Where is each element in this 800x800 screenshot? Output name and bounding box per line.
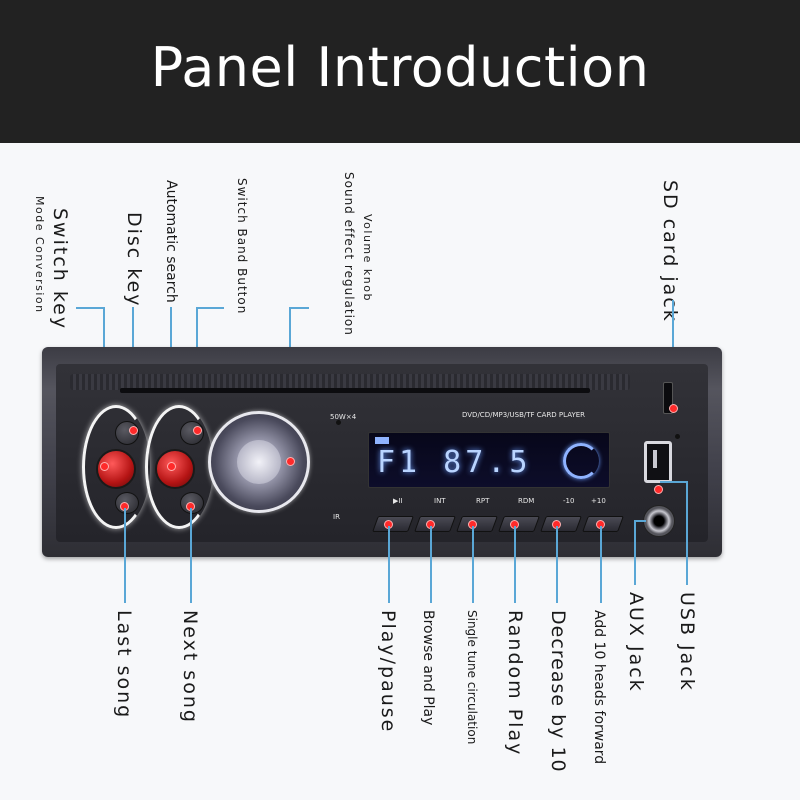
leader-line: [472, 526, 474, 603]
label-sound-effect: Sound effect regulation: [342, 172, 356, 336]
volume-knob[interactable]: [208, 411, 310, 513]
label-sd-card-jack: SD card jack: [659, 180, 681, 323]
play-pause-key[interactable]: [372, 516, 414, 532]
reset-hole: [675, 434, 680, 439]
int-key[interactable]: [414, 516, 456, 532]
rpt-key[interactable]: [456, 516, 498, 532]
mic-hole: [336, 420, 341, 425]
indicator-dot: [129, 426, 138, 435]
disc-slot: [120, 388, 590, 393]
leader-line: [289, 307, 309, 309]
label-usb-jack: USB Jack: [676, 592, 698, 692]
aux-port[interactable]: [643, 505, 675, 537]
plus10-text: +10: [591, 497, 606, 505]
label-switch-band: Switch Band Button: [235, 178, 249, 315]
leader-line: [430, 526, 432, 603]
leader-line: [124, 508, 126, 603]
display-reading: F1 87.5: [377, 445, 532, 480]
label-play-pause: Play/pause: [377, 610, 399, 734]
label-volume-knob: Volume knob: [361, 214, 374, 302]
label-single-tune: Single tune circulation: [465, 610, 479, 745]
leader-line: [634, 520, 636, 585]
indicator-dot: [669, 404, 678, 413]
indicator-dot: [654, 485, 663, 494]
disc-key-button[interactable]: [115, 421, 139, 445]
indicator-dot: [286, 457, 295, 466]
center-light-ring: [145, 405, 213, 529]
leader-line: [556, 526, 558, 603]
lcd-display: F1 87.5: [368, 432, 610, 488]
label-random-play: Random Play: [504, 610, 526, 757]
leader-line: [76, 307, 104, 309]
label-automatic-search: Automatic search: [163, 180, 179, 303]
leader-line: [686, 481, 688, 585]
ir-label: IR: [333, 513, 340, 521]
rdm-key[interactable]: [498, 516, 540, 532]
label-mode-conversion: Mode Conversion: [33, 196, 46, 314]
leader-line: [600, 526, 602, 603]
label-next-song: Next song: [179, 610, 201, 724]
leader-line: [634, 520, 646, 522]
minus10-key[interactable]: [540, 516, 582, 532]
label-decrease-10: Decrease by 10: [547, 610, 569, 773]
label-disc-key: Disc key: [123, 212, 145, 308]
display-badge: [375, 437, 389, 444]
leader-line: [196, 307, 224, 309]
format-text: DVD/CD/MP3/USB/TF CARD PLAYER: [462, 411, 586, 419]
leader-line: [660, 481, 688, 483]
play-pause-text: ▶II: [393, 497, 403, 505]
page-title: Panel Introduction: [150, 36, 650, 99]
label-aux-jack: AUX Jack: [625, 592, 647, 693]
sd-card-slot[interactable]: [663, 382, 673, 414]
left-light-ring: [82, 405, 150, 529]
indicator-dot: [100, 462, 109, 471]
leader-line: [190, 508, 192, 603]
leader-line: [388, 526, 390, 603]
label-add-10: Add 10 heads forward: [591, 610, 607, 765]
minus10-text: -10: [563, 497, 575, 505]
usb-contact: [653, 450, 657, 468]
leader-line: [514, 526, 516, 603]
label-switch-key: Switch key: [49, 208, 71, 331]
header-banner: Panel Introduction: [0, 0, 800, 143]
display-ring-icon: [563, 443, 599, 479]
rpt-text: RPT: [476, 497, 490, 505]
power-rating: 50W×4: [330, 413, 357, 421]
label-last-song: Last song: [113, 610, 135, 720]
int-text: INT: [434, 497, 446, 505]
indicator-dot: [167, 462, 176, 471]
carbon-trim: [70, 374, 630, 390]
usb-port[interactable]: [644, 441, 672, 483]
rdm-text: RDM: [518, 497, 535, 505]
label-browse-play: Browse and Play: [420, 610, 436, 726]
indicator-dot: [193, 426, 202, 435]
knob-cap: [237, 440, 281, 484]
